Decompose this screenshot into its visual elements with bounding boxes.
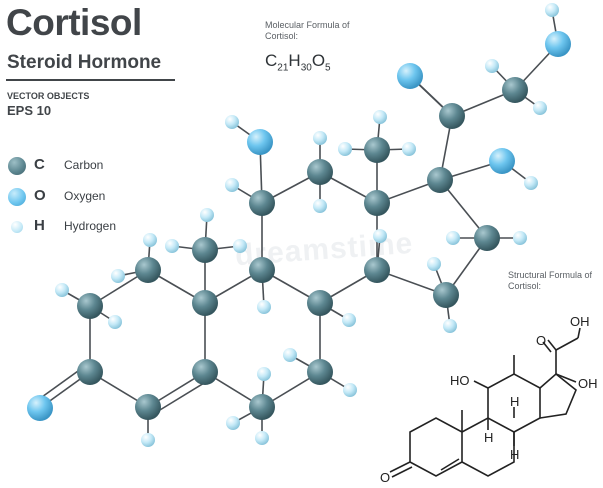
carbon-atom-icon [8,157,26,175]
vector-objects-label: VECTOR OBJECTS [7,91,90,101]
legend-symbol: O [34,187,46,204]
formula-o-count: 5 [325,62,331,74]
formula-c-count: 21 [277,62,289,74]
page-title: Cortisol [6,2,142,43]
molecular-formula-label: Molecular Formula of Cortisol: [265,20,350,41]
molecular-formula: C21H30O5 [265,51,331,73]
formula-o: O [311,51,326,70]
legend-item-carbon: C Carbon [8,156,148,176]
structural-formula-labels: OH O HO OH H H H O [380,314,598,485]
legend-symbol: C [34,156,45,173]
h-label-1: H [510,394,519,409]
oh-right-label: OH [578,376,598,391]
structural-formula [389,327,581,478]
formula-h: H [288,51,301,70]
legend-item-hydrogen: H Hydrogen [8,217,148,237]
hydrogen-atom-icon [11,221,23,233]
o-bottom-label: O [380,470,390,485]
oxygen-atoms [27,31,571,421]
h-label-3: H [510,447,519,462]
page-subtitle: Steroid Hormone [7,52,162,73]
title-divider [6,79,175,81]
legend-name: Carbon [64,158,104,172]
carbon-atoms [77,77,528,420]
molecule-bonds [34,9,559,440]
oxygen-atom-icon [8,188,26,206]
legend-name: Hydrogen [64,219,117,233]
h-label-2: H [484,430,493,445]
ho-left-label: HO [450,373,470,388]
legend-symbol: H [34,217,45,234]
legend-name: Oxygen [64,189,106,203]
eps-label: EPS 10 [7,103,52,118]
o-ketone-label: O [536,333,546,348]
oh-top-label: OH [570,314,590,329]
hydrogen-atoms [55,3,559,447]
legend-item-oxygen: O Oxygen [8,187,148,207]
structural-formula-label: Structural Formula of Cortisol: [508,270,593,291]
formula-h-count: 30 [300,62,312,74]
formula-c: C [265,51,278,70]
